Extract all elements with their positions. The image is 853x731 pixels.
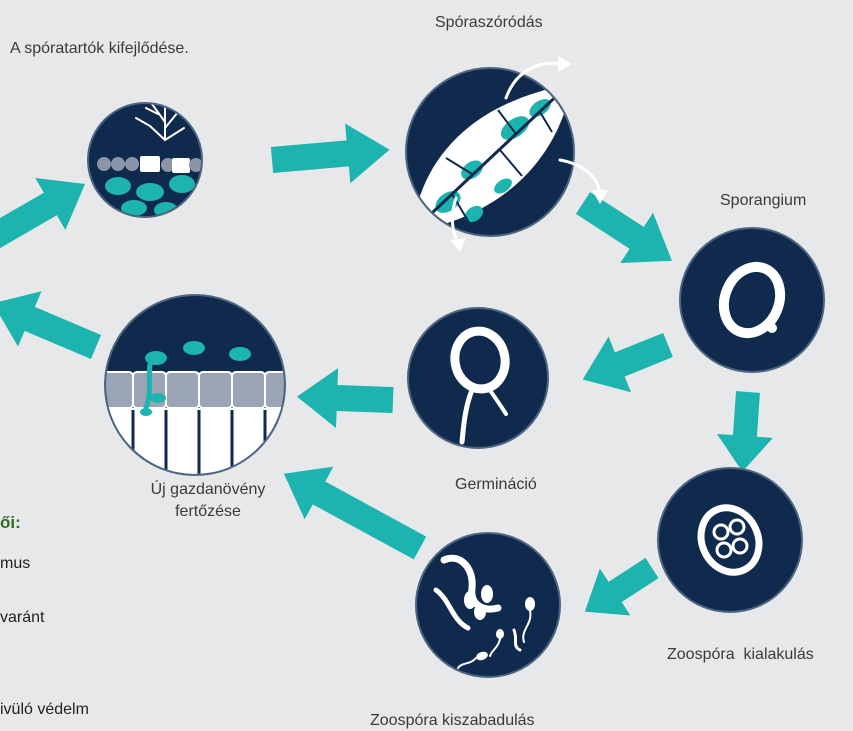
stage-sporangium-illustration — [679, 227, 825, 373]
stage-new-host-infection-illustration — [104, 294, 286, 476]
stage-zoospore-release-illustration — [415, 532, 561, 678]
arrow-germination-to-new-host — [297, 368, 394, 429]
label-sporangium: Sporangium — [720, 192, 806, 209]
label-new-host-infection-line1: Új gazdanövény — [151, 479, 266, 498]
label-zoospore-release: Zoospóra kiszabadulás — [370, 712, 535, 729]
stage-spore-dispersal-illustration — [405, 56, 608, 252]
label-zoospore-formation: Zoospóra kialakulás — [667, 646, 814, 663]
arrow-sporangium-to-zoospore-formation — [716, 391, 773, 472]
stage-sporophore-development-illustration — [87, 102, 203, 218]
dispersal-arrow-top-icon — [504, 61, 564, 100]
stage-zoospore-formation-illustration — [657, 467, 803, 613]
side-text-line2: varánt — [0, 609, 45, 626]
side-text-line3: ivüló védelm — [0, 701, 89, 718]
arrow-development-to-dispersal — [270, 123, 390, 184]
label-germination: Germináció — [455, 476, 537, 493]
label-new-host-infection-line2: fertőzése — [175, 503, 241, 520]
arrow-release-to-new-host — [283, 466, 427, 560]
label-sporophore-development: A spóratartók kifejlődése. — [10, 40, 189, 57]
arrow-left-to-development — [0, 178, 85, 252]
arrow-sporangium-to-germination — [582, 332, 673, 393]
stage-germination-illustration — [407, 307, 549, 449]
label-spore-dispersal: Spóraszóródás — [435, 14, 543, 31]
arrow-zoospore-formation-to-release — [584, 557, 659, 616]
arrow-new-host-to-left — [0, 291, 102, 359]
side-text-line1: mus — [0, 555, 30, 572]
arrow-dispersal-to-sporangium — [575, 192, 672, 264]
side-text-heading: ői: — [0, 513, 21, 532]
